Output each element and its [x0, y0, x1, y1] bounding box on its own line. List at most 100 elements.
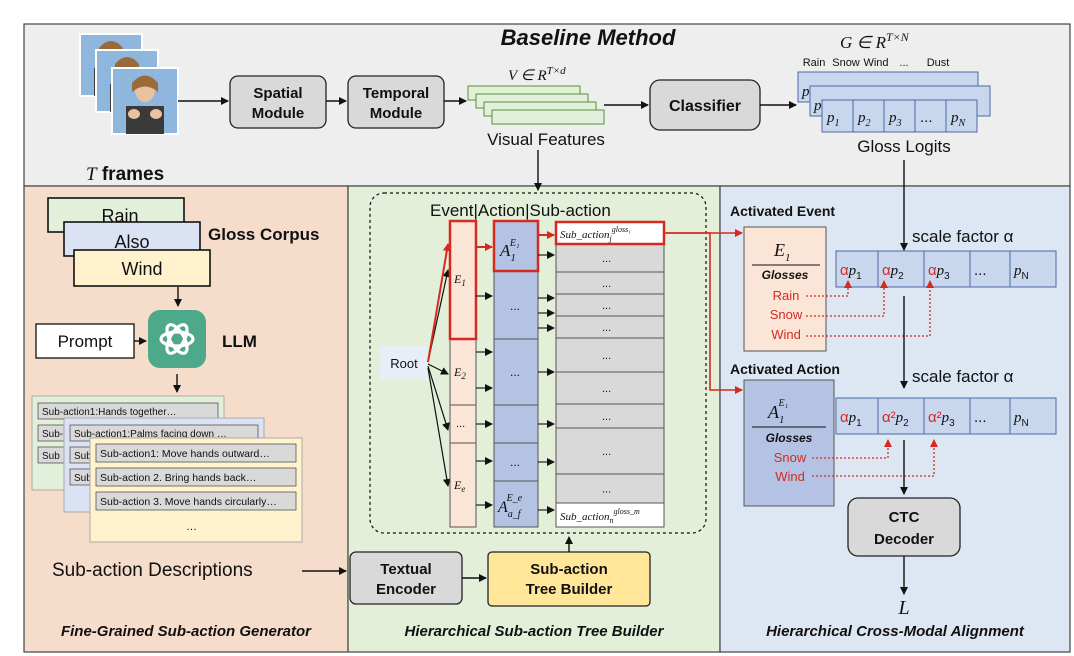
subaction-row-ellipsis: ... [602, 278, 611, 290]
svg-text:CTC: CTC [889, 509, 920, 526]
scale-factor-1: scale factor α [912, 227, 1014, 246]
generator-title: Fine-Grained Sub-action Generator [61, 623, 312, 640]
subaction-row-ellipsis: ... [602, 253, 611, 265]
activated-event-box: E1 Glosses Rain Snow Wind [743, 226, 827, 352]
subaction-row [555, 473, 665, 504]
svg-text:Root: Root [390, 356, 418, 371]
svg-text:Spatial: Spatial [253, 85, 302, 102]
logits-formula: G ∈ RT×N [840, 30, 910, 52]
svg-text:Sub_actionjgloss₁: Sub_actionjgloss₁ [560, 225, 631, 243]
logit-cell-label: ... [920, 109, 933, 126]
visual-features [467, 85, 605, 125]
gloss-corpus-label: Gloss Corpus [208, 225, 319, 244]
logit-cell-label: p1 [826, 110, 840, 129]
scaled-logit-label: αp3 [928, 262, 950, 282]
svg-text:p: p [801, 84, 810, 100]
tree-frame [369, 192, 707, 534]
llm-label: LLM [222, 332, 257, 351]
gloss-logits-label: Gloss Logits [857, 137, 951, 156]
prompt-box: Prompt [35, 323, 135, 359]
red-connectors [664, 229, 743, 394]
svg-text:Sub-action 3. Move hands circu: Sub-action 3. Move hands circularly… [100, 496, 277, 508]
svg-text:Glosses: Glosses [762, 268, 809, 282]
scaled-logit-label: α²p2 [882, 409, 909, 429]
visual-features-label: Visual Features [487, 130, 605, 149]
svg-text:Rain: Rain [101, 206, 138, 226]
svg-text:Sub-action1:Palms facing down: Sub-action1:Palms facing down … [74, 429, 227, 440]
subaction-row-ellipsis: ... [602, 350, 611, 362]
event-gloss-links [806, 280, 934, 337]
svg-text:Aa_fE_e: Aa_fE_e [497, 493, 523, 520]
svg-text:Rain: Rain [803, 57, 826, 69]
subaction-row-ellipsis: ... [602, 322, 611, 334]
logit-row-2: αp1 α²p2 α²p3... pN [835, 397, 1057, 435]
svg-text:Rain: Rain [773, 288, 800, 303]
activated-action-label: Activated Action [730, 361, 840, 377]
action-subaction-edges [538, 251, 555, 514]
tree-header: Event|Action|Sub-action [430, 201, 611, 220]
subaction-row-ellipsis: ... [602, 411, 611, 423]
llm-icon [148, 310, 206, 368]
svg-text:Sub_actionngloss_m: Sub_actionngloss_m [560, 507, 640, 525]
svg-text:Wind: Wind [121, 259, 162, 279]
svg-text:Glosses: Glosses [766, 431, 813, 445]
svg-text:Ee: Ee [453, 478, 465, 494]
svg-text:Prompt: Prompt [58, 332, 113, 351]
subaction-row-ellipsis: ... [602, 484, 611, 496]
svg-text:Sub-action1: Move hands outwar: Sub-action1: Move hands outward… [100, 448, 270, 460]
tree-title: Hierarchical Sub-action Tree Builder [405, 623, 665, 640]
descriptions-label: Sub-action Descriptions [52, 560, 253, 581]
scale-factor-2: scale factor α [912, 367, 1014, 386]
svg-text:Temporal: Temporal [363, 85, 429, 102]
svg-text:Sub-a: Sub-a [42, 429, 69, 440]
svg-text:...: ... [899, 57, 908, 69]
svg-text:Sub-a: Sub-a [74, 451, 101, 462]
event-column: E1 E2 ... Ee [448, 219, 478, 528]
svg-text:Snow: Snow [770, 307, 803, 322]
scaled-logit-label: αp1 [840, 409, 862, 429]
svg-text:Wind: Wind [863, 57, 888, 69]
svg-text:Textual: Textual [380, 561, 431, 578]
subaction-row [555, 243, 665, 273]
scaled-logit-label: αp1 [840, 262, 862, 282]
svg-text:…: … [186, 521, 197, 533]
subaction-bottom: Sub_actionngloss_m [555, 502, 665, 528]
logit-cell-label: p3 [888, 110, 902, 129]
svg-text:Sub: Sub [74, 473, 92, 484]
svg-text:p: p [813, 98, 822, 114]
subaction-row-ellipsis: ... [602, 383, 611, 395]
scaled-logit-label: α²p3 [928, 409, 955, 429]
frames-label: T frames [86, 164, 164, 185]
svg-text:Snow: Snow [832, 57, 860, 69]
ctc-decoder: CTC Decoder [847, 497, 961, 557]
activated-event-label: Activated Event [730, 203, 835, 219]
svg-text:Wind: Wind [771, 327, 801, 342]
loss-symbol: L [897, 597, 909, 619]
scaled-logit-label: pN [1013, 263, 1029, 282]
svg-text:Module: Module [370, 105, 423, 122]
scaled-logit-label: pN [1013, 410, 1029, 429]
baseline-title: Baseline Method [501, 25, 676, 50]
spatial-module: Spatial Module [229, 75, 327, 129]
svg-text:...: ... [510, 365, 520, 379]
svg-text:E1: E1 [773, 240, 791, 264]
classifier: Classifier [649, 79, 761, 131]
feature-formula: V ∈ RT×d [508, 65, 566, 84]
scaled-logit-cell [969, 250, 1011, 288]
scaled-logit-label: ... [974, 409, 987, 426]
temporal-module: Temporal Module [347, 75, 445, 129]
alignment-title: Hierarchical Cross-Modal Alignment [766, 623, 1025, 640]
svg-text:Wind: Wind [775, 469, 805, 484]
logit-headers: Rain Snow Wind ... Dust [803, 57, 950, 69]
activated-action-box: A1E₁ Glosses Snow Wind [743, 379, 835, 507]
scaled-logit-cell [877, 397, 925, 435]
textual-encoder: Textual Encoder [349, 551, 463, 605]
scaled-logit-cell [1009, 397, 1057, 435]
svg-text:Module: Module [252, 105, 305, 122]
subaction-row [555, 371, 665, 405]
subaction-tree-builder: Sub-action Tree Builder [487, 551, 651, 607]
